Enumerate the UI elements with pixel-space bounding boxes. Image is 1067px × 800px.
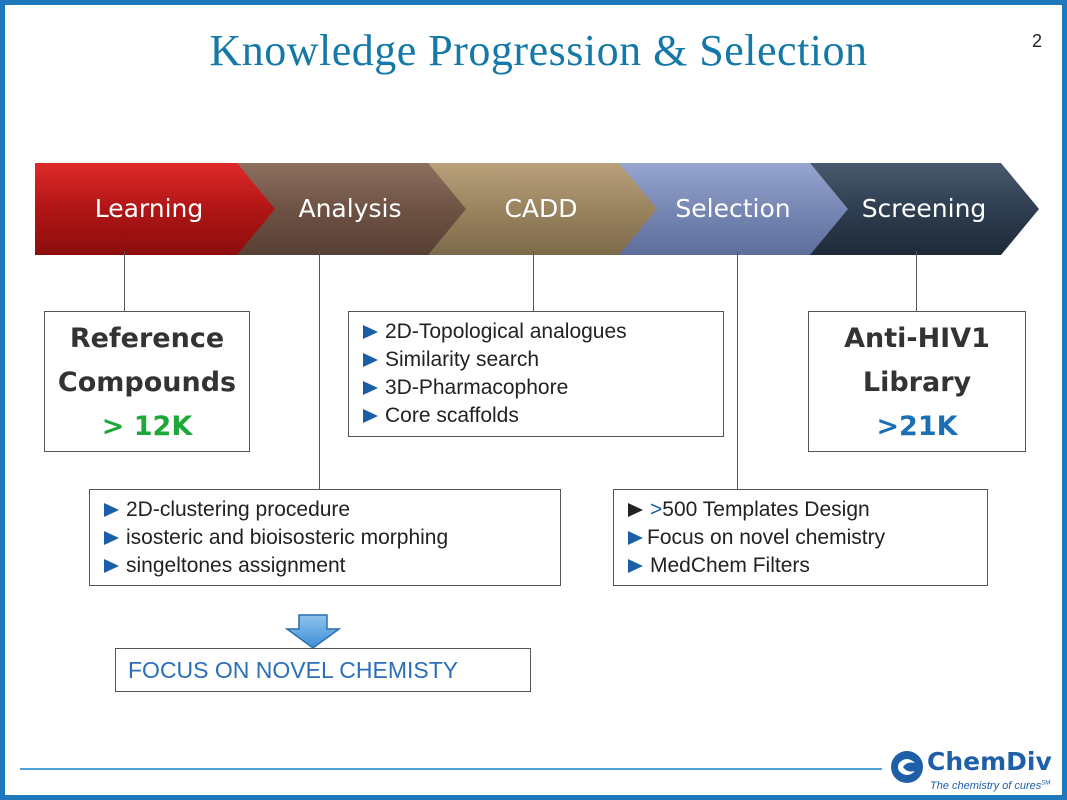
list-item: Focus on novel chemistry — [628, 524, 987, 552]
chevron-cadd — [419, 163, 657, 255]
stage-label-selection: Selection — [675, 194, 790, 223]
reference-compounds-box: Reference Compounds > 12K — [44, 311, 250, 452]
bullet-triangle-icon — [104, 559, 119, 573]
analysis-methods-box: 2D-clustering procedure isosteric and bi… — [89, 489, 561, 586]
focus-box: FOCUS ON NOVEL CHEMISTY — [115, 648, 531, 692]
chemdiv-logo: ChemDiv The chemistry of curesSM — [889, 747, 1059, 795]
anti-hiv1-library-box: Anti-HIV1 Library >21K — [808, 311, 1026, 452]
reference-line1: Reference — [69, 323, 225, 354]
bullet-triangle-icon — [363, 325, 378, 339]
stage-label-cadd: CADD — [504, 194, 577, 223]
list-item: MedChem Filters — [628, 552, 987, 580]
list-item: Similarity search — [363, 346, 723, 374]
bullet-triangle-icon — [104, 531, 119, 545]
cadd-methods-box: 2D-Topological analogues Similarity sear… — [348, 311, 724, 437]
connector-learning — [124, 251, 125, 311]
list-item: Core scaffolds — [363, 402, 723, 430]
stage-label-learning: Learning — [95, 194, 204, 223]
connector-selection — [737, 251, 738, 489]
list-item: 3D-Pharmacophore — [363, 374, 723, 402]
list-item: isosteric and bioisosteric morphing — [104, 524, 560, 552]
down-arrow-icon — [284, 614, 342, 649]
list-item: singeltones assignment — [104, 552, 560, 580]
list-item: 2D-Topological analogues — [363, 318, 723, 346]
logo-tagline: The chemistry of curesSM — [930, 780, 1051, 792]
bullet-triangle-icon — [628, 559, 643, 573]
chevron-analysis — [228, 163, 466, 255]
stage-label-analysis: Analysis — [298, 194, 401, 223]
footer-divider — [20, 768, 882, 770]
library-count: >21K — [876, 411, 958, 442]
page-number: 2 — [1031, 31, 1042, 51]
process-chevrons: Learning Analysis CADD Selection Screeni… — [35, 163, 1039, 255]
bullet-triangle-icon — [104, 503, 119, 517]
focus-text: FOCUS ON NOVEL CHEMISTY — [128, 657, 459, 683]
bullet-triangle-icon — [628, 531, 643, 545]
selection-methods-box: >500 Templates Design Focus on novel che… — [613, 489, 988, 586]
reference-line2: Compounds — [57, 367, 237, 398]
reference-count: > 12K — [101, 411, 193, 442]
library-line2: Library — [862, 367, 972, 398]
list-item: >500 Templates Design — [628, 496, 987, 524]
connector-screening — [916, 251, 917, 311]
chevron-learning — [35, 163, 275, 255]
list-item: 2D-clustering procedure — [104, 496, 560, 524]
connector-analysis — [319, 251, 320, 489]
bullet-triangle-icon — [363, 409, 378, 423]
bullet-triangle-icon — [363, 381, 378, 395]
bullet-triangle-icon — [363, 353, 378, 367]
slide-title: Knowledge Progression & Selection — [209, 26, 868, 75]
connector-cadd — [533, 251, 534, 311]
chevron-screening — [801, 163, 1039, 255]
library-line1: Anti-HIV1 — [844, 323, 990, 354]
stage-label-screening: Screening — [862, 194, 987, 223]
bullet-triangle-icon — [628, 503, 643, 517]
chemdiv-logo-icon — [891, 751, 923, 783]
chevron-selection — [610, 163, 848, 255]
logo-name: ChemDiv — [927, 747, 1052, 776]
